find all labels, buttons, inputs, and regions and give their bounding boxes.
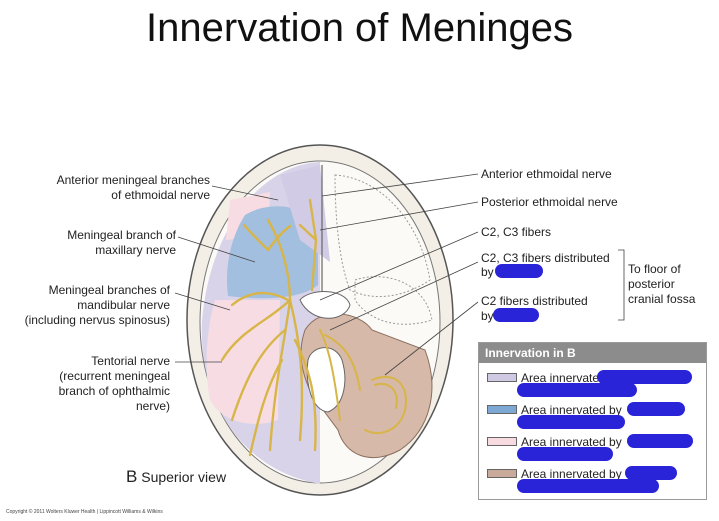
region-blue (226, 206, 318, 299)
redaction-legend-4a (625, 466, 677, 480)
label-maxillary: Meningeal branch of maxillary nerve (67, 228, 176, 257)
view-text: Superior view (141, 469, 227, 485)
swatch-brown (487, 469, 517, 478)
redaction-legend-2a (627, 402, 685, 416)
view-label: B Superior view (126, 467, 226, 487)
foramen-magnum (306, 347, 346, 413)
legend-header: Innervation in B (479, 343, 706, 363)
label-floor-note: To floor of posterior cranial fossa (628, 262, 696, 306)
legend-row-text: Area innervated by (521, 435, 622, 449)
label-posterior-ethmoidal: Posterior ethmoidal nerve (481, 195, 618, 209)
copyright: Copyright © 2011 Wolters Kluwer Health |… (6, 509, 163, 515)
nerves-left (220, 198, 318, 457)
label-anterior-ethmoidal: Anterior ethmoidal nerve (481, 167, 612, 181)
redaction-legend-2b (517, 415, 625, 429)
label-c2-distributed: C2 fibers distributed (481, 294, 588, 308)
label-mandibular: Meningeal branches of mandibular nerve (… (24, 283, 170, 327)
page-title: Innervation of Meninges (146, 6, 573, 50)
legend-row-text: Area innervated by (521, 371, 622, 385)
redaction-legend-4b (517, 479, 659, 493)
legend-box: Innervation in B Area innervated by Area… (478, 342, 707, 500)
label-tentorial: Tentorial nerve (recurrent meningeal bra… (58, 354, 170, 413)
redaction-legend-1a (597, 370, 692, 384)
label-c2c3: C2, C3 fibers (481, 225, 552, 239)
region-pink (206, 300, 280, 424)
redaction-c2c3 (495, 264, 543, 278)
label-anterior-meningeal: Anterior meningeal branches of ethmoidal… (56, 173, 210, 202)
legend-row-text: Area innervated by (521, 467, 622, 481)
redaction-legend-1b (517, 383, 637, 397)
legend-row-text: Area innervated by (521, 403, 622, 417)
view-letter: B (126, 467, 138, 486)
label-c2-by: by (481, 309, 494, 323)
swatch-blue (487, 405, 517, 414)
redaction-legend-3a (627, 434, 693, 448)
label-c2c3-by: by (481, 265, 494, 279)
redaction-legend-3b (517, 447, 613, 461)
right-fossa-outline (334, 174, 431, 298)
swatch-pink (487, 437, 517, 446)
redaction-c2 (493, 308, 539, 322)
label-c2c3-distributed: C2, C3 fibers distributed (481, 251, 610, 265)
nerves-posterior (319, 329, 407, 435)
sella (299, 291, 351, 319)
swatch-lavender (487, 373, 517, 382)
leader-lines (174, 173, 625, 376)
region-lavender-anterior (280, 165, 330, 262)
